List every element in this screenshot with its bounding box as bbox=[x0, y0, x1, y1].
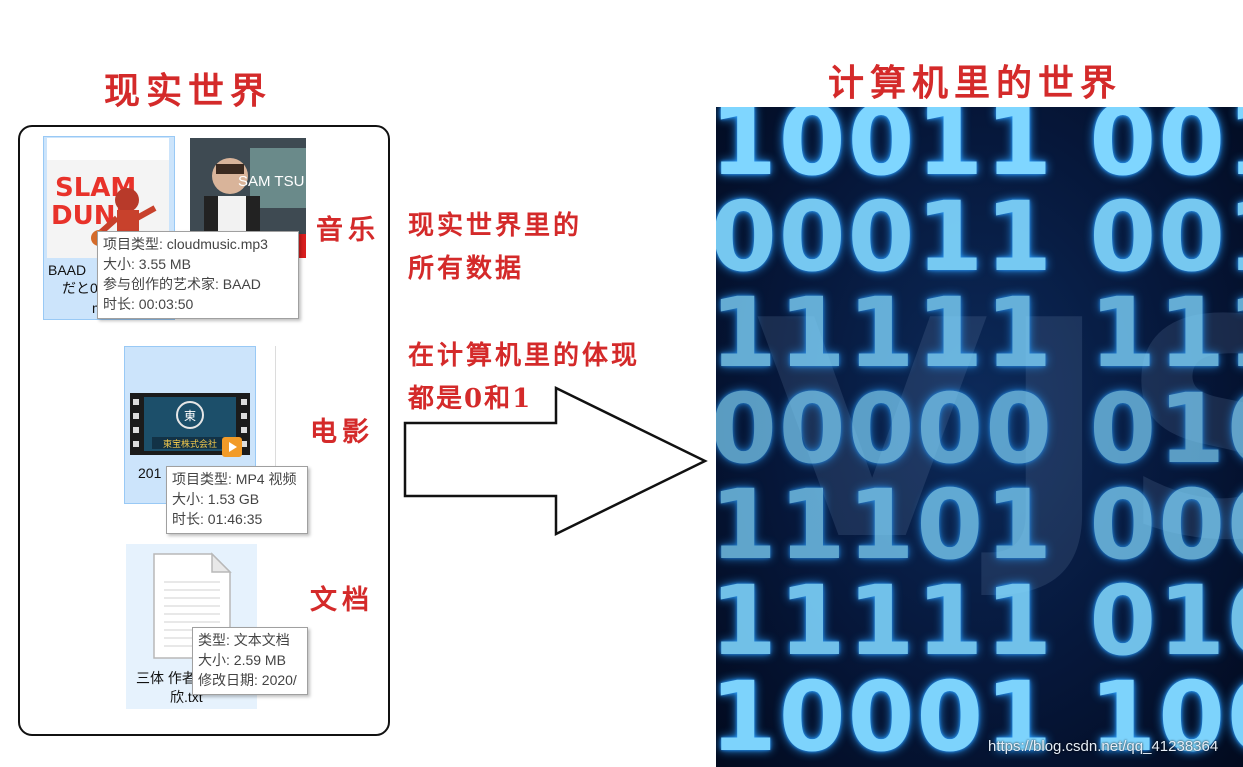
binary-row: 10001 10011 bbox=[716, 661, 1243, 767]
binary-row: 00000 01000 bbox=[716, 373, 1243, 485]
album-cover-image: SLAM DUNK bbox=[47, 138, 169, 258]
document-label: 文档 bbox=[310, 585, 374, 616]
music-tooltip-artist: 参与创作的艺术家: BAAD bbox=[103, 276, 261, 292]
binary-watermark-text: VJS bbox=[756, 257, 1243, 606]
explanation-line4: 都是0和1 bbox=[408, 384, 533, 414]
svg-text:東宝株式会社: 東宝株式会社 bbox=[163, 438, 217, 450]
csdn-watermark: https://blog.csdn.net/qq_41238364 bbox=[988, 738, 1219, 755]
music-tooltip-duration: 时长: 00:03:50 bbox=[103, 296, 194, 312]
binary-code-image: VJS 10011 0011100011 0011011111 11111000… bbox=[716, 107, 1243, 767]
movie-tooltip-size: 大小: 1.53 GB bbox=[172, 491, 260, 507]
binary-row: 11111 11111 bbox=[716, 277, 1243, 389]
document-tooltip-modified: 修改日期: 2020/ bbox=[198, 672, 297, 688]
music-tooltip-size: 大小: 3.55 MB bbox=[103, 256, 191, 272]
play-icon bbox=[222, 437, 242, 457]
explanation-line1: 现实世界里的 bbox=[408, 211, 583, 241]
music-file-name-line2: だと0 bbox=[62, 280, 98, 296]
real-world-title: 现实世界 bbox=[104, 70, 273, 112]
document-tooltip-size: 大小: 2.59 MB bbox=[198, 652, 286, 668]
movie-tooltip: 项目类型: MP4 视频 大小: 1.53 GB 时长: 01:46:35 bbox=[166, 466, 308, 534]
document-tooltip-type: 类型: 文本文档 bbox=[198, 632, 290, 648]
svg-text:SAM TSU: SAM TSU bbox=[238, 173, 304, 190]
movie-tooltip-type: 项目类型: MP4 视频 bbox=[172, 471, 297, 487]
real-world-panel: SLAM DUNK SAM TSU BAAD だと0 m 项目类型: cloud… bbox=[18, 125, 390, 736]
right-arrow-icon bbox=[403, 385, 708, 537]
explanation-line2: 所有数据 bbox=[408, 254, 525, 284]
movie-tooltip-duration: 时长: 01:46:35 bbox=[172, 511, 263, 527]
movie-file-name: 201 bbox=[138, 465, 162, 481]
svg-text:東: 東 bbox=[184, 409, 196, 423]
music-tooltip: 项目类型: cloudmusic.mp3 大小: 3.55 MB 参与创作的艺术… bbox=[97, 231, 299, 319]
document-file-name-line1: 三体 作者 bbox=[136, 670, 196, 686]
document-tooltip: 类型: 文本文档 大小: 2.59 MB 修改日期: 2020/ bbox=[192, 627, 308, 695]
explanation-line3: 在计算机里的体现 bbox=[408, 341, 641, 371]
movie-label: 电影 bbox=[310, 417, 374, 448]
music-label: 音乐 bbox=[316, 215, 380, 246]
music-file-name-line1: BAAD bbox=[48, 262, 87, 278]
computer-world-title: 计算机里的世界 bbox=[828, 62, 1123, 104]
music-tooltip-type: 项目类型: cloudmusic.mp3 bbox=[103, 236, 268, 252]
